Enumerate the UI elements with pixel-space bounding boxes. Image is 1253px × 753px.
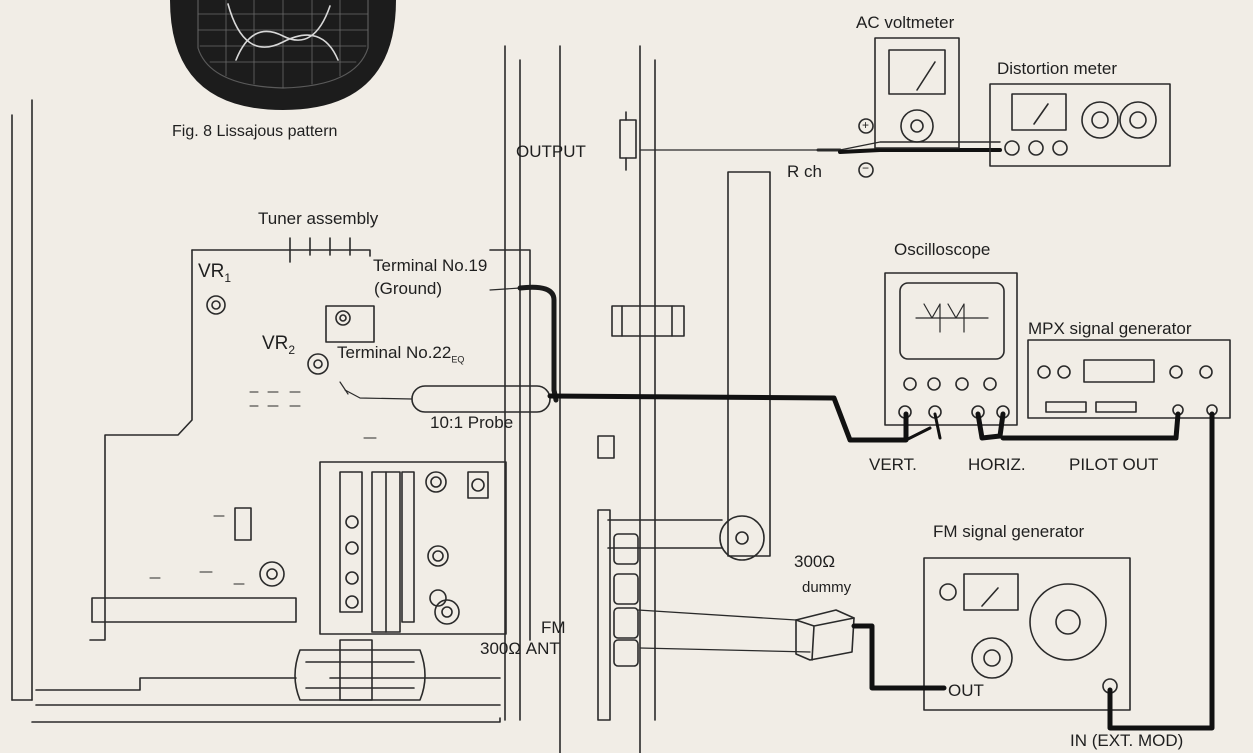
dummy-label: dummy: [802, 579, 852, 596]
fm-signal-generator: [923, 557, 1131, 711]
figure-caption: Fig. 8 Lissajous pattern: [172, 123, 338, 140]
plus-terminal: +: [862, 118, 870, 132]
vr1-label: VR1: [198, 261, 232, 285]
pilot-out-label: PILOT OUT: [1069, 455, 1159, 474]
terminal-19-label: Terminal No.19: [373, 256, 488, 275]
vr2-label: VR2: [262, 333, 296, 357]
ac-voltmeter-label: AC voltmeter: [856, 13, 955, 32]
rear-panel-parts: [597, 111, 771, 721]
probe-assembly: [344, 284, 559, 413]
fm-generator-label: FM signal generator: [933, 522, 1085, 541]
terminal-22-label: Terminal No.22EQ: [337, 343, 465, 365]
r-ch-label: R ch: [787, 162, 822, 181]
minus-terminal: −: [862, 161, 870, 175]
ac-voltmeter: [858, 37, 960, 178]
fm-label: FM: [541, 618, 566, 637]
dummy-value-label: 300Ω: [794, 552, 836, 571]
tuner-pcb: [89, 237, 531, 701]
distortion-meter-label: Distortion meter: [997, 59, 1117, 78]
distortion-meter: [989, 83, 1171, 167]
out-label: OUT: [948, 681, 984, 700]
signal-cables: [547, 393, 1215, 731]
mpx-signal-generator: [1027, 339, 1231, 419]
antenna-label: 300Ω ANT: [480, 639, 560, 658]
probe-label: 10:1 Probe: [430, 413, 514, 432]
horiz-label: HORIZ.: [968, 455, 1026, 474]
oscilloscope-label: Oscilloscope: [894, 240, 991, 259]
output-label: OUTPUT: [516, 142, 586, 161]
tuner-assembly-label: Tuner assembly: [258, 209, 379, 228]
oscilloscope: [884, 272, 1018, 426]
output-cabling: [639, 141, 1002, 154]
antenna-leads: [637, 609, 811, 653]
ground-label: (Ground): [374, 279, 443, 298]
receiver-chassis: [11, 45, 656, 753]
vert-label: VERT.: [869, 455, 917, 474]
lissajous-pattern: [170, 0, 396, 110]
dummy-load: [795, 609, 855, 661]
in-ext-mod-label: IN (EXT. MOD): [1070, 731, 1184, 750]
mpx-generator-label: MPX signal generator: [1028, 319, 1192, 338]
